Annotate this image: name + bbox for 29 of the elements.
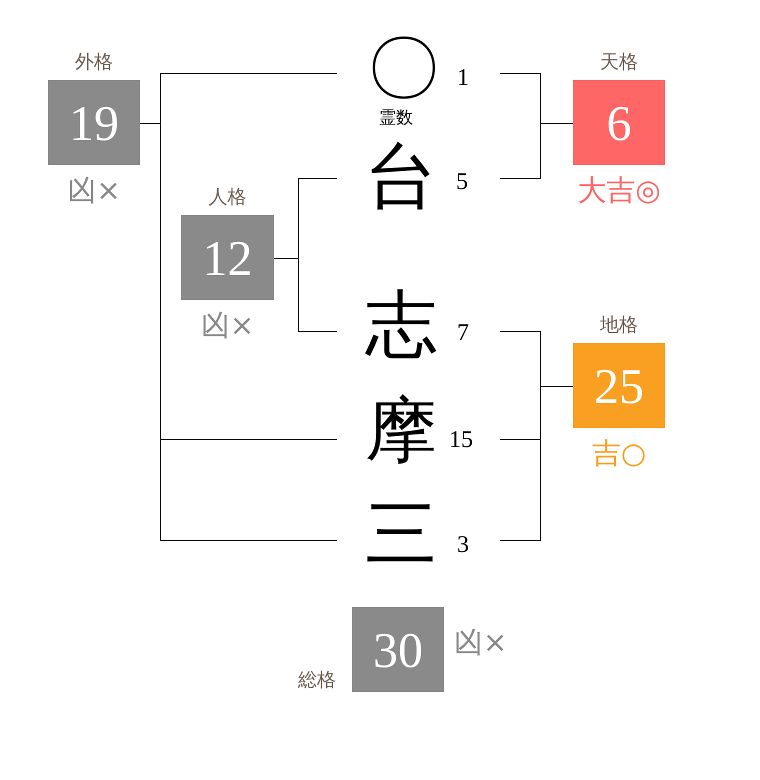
rating-label: 吉○ — [592, 437, 646, 469]
caption-label: 霊数 — [379, 108, 413, 128]
stroke-count: 7 — [457, 321, 469, 345]
stroke-count: 3 — [457, 533, 469, 557]
stroke-count: 15 — [449, 428, 473, 452]
category-label: 外格 — [75, 51, 113, 73]
stroke-count: 5 — [456, 170, 468, 194]
score-tile: 12 — [181, 215, 274, 300]
score-tile: 25 — [573, 343, 665, 428]
category-label: 天格 — [600, 51, 638, 73]
kanji-character: 摩 — [365, 394, 437, 466]
bracket-line — [500, 386, 574, 541]
rating-label: 凶× — [200, 309, 254, 341]
kanji-character: 〇 — [367, 32, 439, 104]
rating-label: 凶× — [67, 174, 121, 206]
category-label: 地格 — [600, 314, 638, 336]
kanji-character: 志 — [365, 288, 437, 360]
kanji-character: 台 — [365, 140, 437, 212]
category-label: 総格 — [298, 669, 336, 691]
stroke-count: 1 — [457, 66, 469, 90]
rating-label: 大吉◎ — [577, 174, 661, 206]
score-tile: 30 — [352, 607, 444, 692]
rating-label: 凶× — [454, 626, 508, 658]
score-tile: 6 — [573, 80, 665, 165]
kanji-character: 三 — [365, 497, 437, 569]
bracket-line — [274, 258, 338, 332]
bracket-line — [500, 123, 574, 179]
category-label: 人格 — [208, 186, 246, 208]
score-tile: 19 — [48, 80, 140, 165]
